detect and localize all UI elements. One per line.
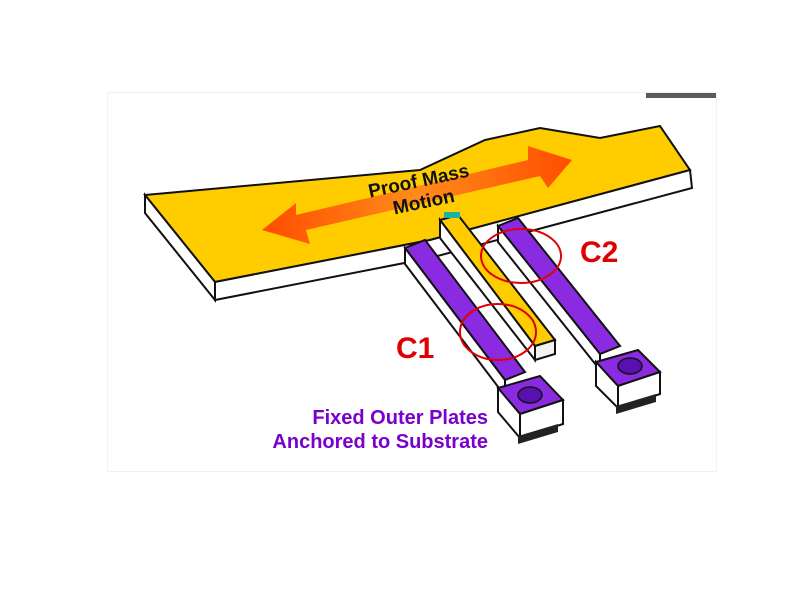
fixed-plates-label-line1: Fixed Outer Plates (312, 407, 488, 429)
capacitor-c2-circle (480, 228, 562, 284)
capacitor-c2-label: C2 (580, 236, 618, 269)
capacitor-c1-label: C1 (396, 332, 434, 365)
proof-mass-motion-arrow (262, 146, 572, 244)
top-edge-bar (646, 93, 716, 98)
capacitor-c1-circle (459, 303, 537, 361)
fixed-plate-left (403, 238, 565, 444)
fixed-plate-right (496, 216, 662, 414)
fixed-plates-label-line2: Anchored to Substrate (272, 431, 488, 453)
